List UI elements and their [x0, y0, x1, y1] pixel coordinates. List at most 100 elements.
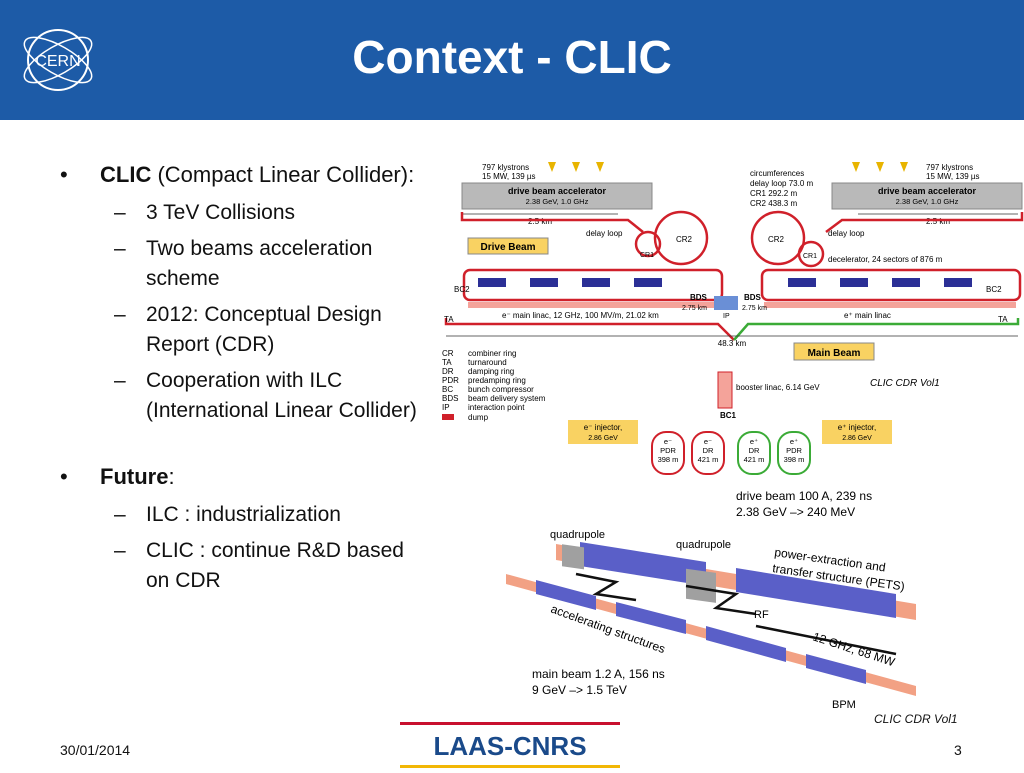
main-linac-left-label: e⁻ main linac, 12 GHz, 100 MV/m, 21.02 k…: [502, 311, 659, 320]
dump-icon: [442, 414, 454, 420]
bullet-clic: •CLIC (Compact Linear Collider):: [60, 162, 415, 187]
circ-delay: delay loop 73.0 m: [750, 179, 813, 188]
laas-cnrs-logo: LAAS-CNRS: [400, 722, 620, 768]
legend-desc: turnaround: [468, 358, 507, 367]
cr2-right: CR2: [768, 235, 785, 244]
cern-logo-text: CERN: [35, 53, 80, 70]
main-linac-right: [764, 302, 1016, 308]
bds-left: BDS: [690, 293, 708, 302]
len-left: 2.5 km: [528, 217, 552, 226]
legend-desc: bunch compressor: [468, 385, 534, 394]
transfer-lines: [444, 318, 1020, 341]
svg-text:PDR: PDR: [786, 446, 802, 455]
sub-bullet: –2012: Conceptual Design Report (CDR): [114, 303, 382, 356]
legend-abbr: IP: [442, 403, 450, 412]
booster-linac: [717, 371, 733, 409]
future-rest: :: [168, 464, 175, 489]
legend-abbr: DR: [442, 367, 454, 376]
inj-left-label: e⁻ injector,: [584, 423, 622, 432]
bc2-left: BC2: [454, 285, 470, 294]
legend-abbr: BDS: [442, 394, 458, 403]
sub-bullet: –3 TeV Collisions: [114, 201, 296, 224]
legend-desc: damping ring: [468, 367, 514, 376]
cern-logo: CERN: [14, 14, 106, 111]
inj-right-spec: 2.86 GeV: [842, 435, 872, 442]
clic-bold: CLIC: [100, 162, 152, 187]
bullet-list: •CLIC (Compact Linear Collider): –3 TeV …: [60, 160, 430, 602]
drive-accel-left: [461, 182, 653, 210]
legend-desc: combiner ring: [468, 349, 516, 358]
sub-bullet: –CLIC : continue R&D based on CDR: [114, 539, 404, 592]
sub-bullet: –Two beams acceleration scheme: [114, 237, 373, 290]
svg-text:398 m: 398 m: [658, 455, 679, 464]
main-beam-label: Main Beam: [808, 348, 861, 359]
svg-text:e⁻: e⁻: [664, 437, 672, 446]
e-plus-injector: [822, 420, 892, 444]
bc2-right: BC2: [986, 285, 1002, 294]
drive-beam-line2: 2.38 GeV –> 240 MeV: [736, 505, 855, 519]
main-beam-box: [793, 342, 875, 361]
svg-text:421 m: 421 m: [744, 455, 765, 464]
len-right: 2.5 km: [926, 217, 950, 226]
rf-label: RF: [754, 609, 769, 621]
bottom-caption: CLIC CDR Vol1: [874, 712, 958, 726]
booster-label: booster linac, 6.14 GeV: [736, 383, 820, 392]
legend-desc: beam delivery system: [468, 394, 546, 403]
drive-beam-box: [467, 237, 549, 255]
drive-beam-label: Drive Beam: [480, 242, 535, 253]
ip-box: [714, 296, 738, 310]
sub-bullet-text: Cooperation with ILC (International Line…: [146, 369, 417, 422]
laas-logo-text: LAAS-CNRS: [433, 731, 586, 761]
bpm-label: BPM: [832, 699, 856, 711]
legend-abbr: BC: [442, 385, 453, 394]
bc1-label: BC1: [720, 411, 737, 420]
sub-bullet: –Cooperation with ILC (International Lin…: [114, 369, 417, 422]
svg-text:421 m: 421 m: [698, 455, 719, 464]
main-beam-module: [506, 574, 916, 696]
clic-rest: (Compact Linear Collider):: [151, 162, 415, 187]
quad1-label: quadrupole: [550, 529, 605, 541]
legend-desc: predamping ring: [468, 376, 526, 385]
page-title: Context - CLIC: [352, 31, 672, 83]
circ-cr1: CR1 292.2 m: [750, 189, 797, 198]
decelerator-units: [478, 278, 972, 287]
bullet-future: •Future:: [60, 464, 175, 489]
future-bold: Future: [100, 464, 169, 489]
inj-left-spec: 2.86 GeV: [588, 435, 618, 442]
ip-label: IP: [723, 313, 730, 320]
footer-date: 30/01/2014: [60, 742, 131, 758]
svg-text:DR: DR: [703, 446, 714, 455]
main-linac-left: [468, 302, 720, 308]
abbreviation-legend: CR combiner ring TA turnaround DR damping r…: [442, 349, 546, 422]
two-beam-module-diagram: drive beam 100 A, 239 ns 2.38 GeV –> 240…: [496, 486, 956, 721]
top-caption: CLIC CDR Vol1: [870, 378, 940, 389]
svg-text:e⁻: e⁻: [704, 437, 712, 446]
legend-abbr: PDR: [442, 376, 459, 385]
svg-text:e⁺: e⁺: [790, 437, 798, 446]
e-minus-injector: [568, 420, 638, 444]
svg-text:398 m: 398 m: [784, 455, 805, 464]
drive-beam-module: [556, 542, 916, 620]
svg-text:DR: DR: [749, 446, 760, 455]
cr1-right: CR1: [803, 253, 817, 260]
header-bar: CERN Context - CLIC: [0, 0, 1024, 120]
legend-abbr: TA: [442, 358, 452, 367]
legend-desc: dump: [468, 413, 489, 422]
sub-bullet: –ILC : industrialization: [114, 503, 341, 526]
drive-accel-left-spec: 2.38 GeV, 1.0 GHz: [526, 197, 589, 206]
main-linac-right-label: e⁺ main linac: [844, 311, 891, 320]
bds-left-len: 2.75 km: [682, 305, 707, 312]
drive-beam-line1: drive beam 100 A, 239 ns: [736, 489, 872, 503]
klystrons-right-spec: 15 MW, 139 µs: [926, 172, 980, 181]
legend-abbr: CR: [442, 349, 454, 358]
inj-right-label: e⁺ injector,: [838, 423, 876, 432]
svg-text:e⁺: e⁺: [750, 437, 758, 446]
circ-cr2: CR2 438.3 m: [750, 199, 797, 208]
sub-bullet-text: 3 TeV Collisions: [146, 201, 296, 224]
damping-rings: [651, 431, 811, 475]
sub-bullet-text: ILC : industrialization: [146, 503, 341, 526]
legend-desc: interaction point: [468, 403, 525, 412]
cr1-left: CR1: [640, 252, 654, 259]
sub-bullet-text: CLIC : continue R&D based on CDR: [146, 539, 404, 592]
